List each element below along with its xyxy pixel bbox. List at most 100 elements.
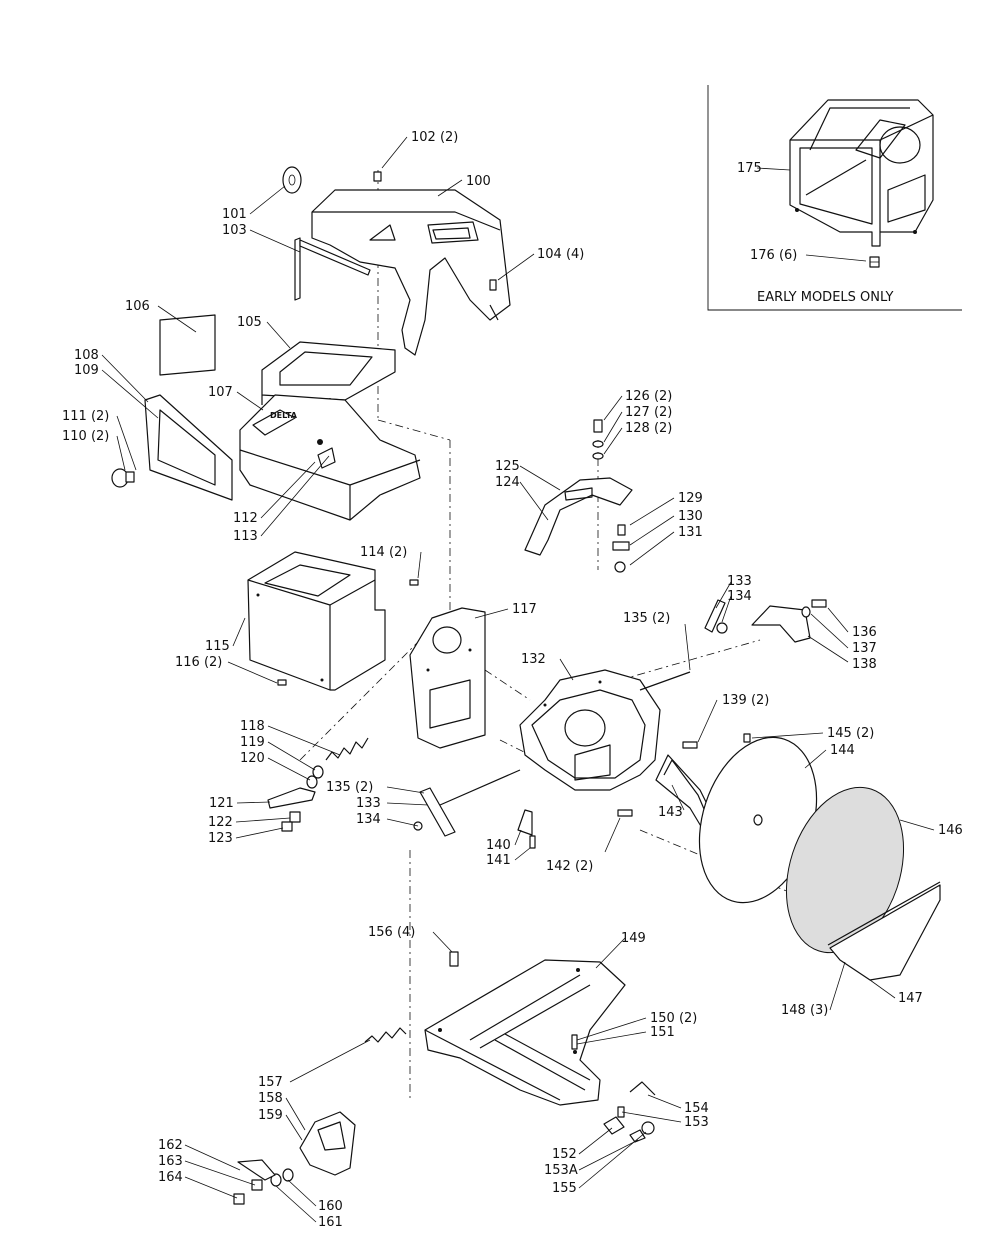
part-117-side-plate (409, 607, 486, 749)
callout-135-left: 135 (2) (326, 780, 373, 795)
callout-152: 152 (552, 1147, 577, 1162)
callout-124: 124 (495, 475, 520, 490)
callout-151: 151 (650, 1025, 675, 1040)
callout-113: 113 (233, 529, 258, 544)
part-102-screw (373, 171, 382, 182)
part-176-screw (869, 256, 880, 268)
callout-153: 153 (684, 1115, 709, 1130)
callout-118: 118 (240, 719, 265, 734)
callout-100: 100 (466, 174, 491, 189)
part-100-top-cover (311, 189, 511, 356)
part-133-134-bracket-left (413, 787, 456, 837)
early-models-inset: 175 176 (6) EARLY MODELS ONLY (707, 85, 962, 311)
callout-148: 148 (3) (781, 1003, 828, 1018)
callout-125: 125 (495, 459, 520, 474)
part-118-spring (325, 737, 369, 761)
callout-115: 115 (205, 639, 230, 654)
part-149-table (424, 959, 626, 1106)
part-152-155-hardware (603, 1106, 655, 1143)
callout-146: 146 (938, 823, 963, 838)
part-139-screw (682, 741, 698, 749)
callout-160: 160 (318, 1199, 343, 1214)
part-136-137-screw-washer (801, 599, 827, 618)
part-108-side-cover (144, 394, 233, 501)
callout-132: 132 (521, 652, 546, 667)
part-114-screw (409, 579, 419, 586)
callout-134-right: 134 (727, 589, 752, 604)
part-142-screw (617, 809, 633, 817)
part-156-screw (449, 951, 459, 967)
callout-163: 163 (158, 1154, 183, 1169)
callout-149: 149 (621, 931, 646, 946)
callout-164: 164 (158, 1170, 183, 1185)
callout-135-right: 135 (2) (623, 611, 670, 626)
part-135-shaft-left (439, 769, 521, 806)
callout-111: 111 (2) (62, 409, 109, 424)
part-124-125-guard (524, 477, 633, 556)
part-157-spring (364, 1027, 407, 1043)
callout-144: 144 (830, 743, 855, 758)
part-133-134-bracket-right (704, 599, 728, 634)
part-104-screw (489, 279, 497, 291)
callout-131: 131 (678, 525, 703, 540)
callout-150: 150 (2) (650, 1011, 697, 1026)
part-121-lever-handle (267, 787, 316, 809)
callout-104: 104 (4) (537, 247, 584, 262)
part-138-cover (751, 605, 811, 643)
callout-153a: 153A (544, 1163, 578, 1178)
part-163-164-nut (233, 1179, 263, 1205)
part-103-bracket (294, 237, 371, 301)
callout-126: 126 (2) (625, 389, 672, 404)
callout-117: 117 (512, 602, 537, 617)
callout-176: 176 (6) (750, 248, 797, 263)
part-132-main-housing (519, 669, 661, 791)
callout-122: 122 (208, 815, 233, 830)
callout-128: 128 (2) (625, 421, 672, 436)
callout-141: 141 (486, 853, 511, 868)
callout-147: 147 (898, 991, 923, 1006)
callout-134-left: 134 (356, 812, 381, 827)
part-116-screw (277, 679, 287, 686)
callout-156: 156 (4) (368, 925, 415, 940)
part-112-switch (317, 447, 336, 469)
part-122-123-nut (281, 811, 301, 832)
callout-159: 159 (258, 1108, 283, 1123)
part-110-knob (111, 468, 135, 488)
callout-103: 103 (222, 223, 247, 238)
part-115-motor-cover (247, 551, 386, 691)
callout-121: 121 (209, 796, 234, 811)
part-145-screw (743, 733, 751, 743)
callout-102: 102 (2) (411, 130, 458, 145)
callout-labels: 102 (2) 100 101 103 104 (4) 106 105 107 … (62, 130, 963, 1230)
callout-175: 175 (737, 161, 762, 176)
part-175-base-housing (789, 99, 934, 247)
part-140-141-clip (517, 809, 536, 849)
part-129-131-hardware (612, 524, 630, 573)
part-119-120-washers (306, 765, 324, 789)
callout-119: 119 (240, 735, 265, 750)
part-135-shaft-right (639, 671, 691, 691)
callout-133-left: 133 (356, 796, 381, 811)
part-158-159-bracket (299, 1111, 356, 1176)
callout-138: 138 (852, 657, 877, 672)
callout-161: 161 (318, 1215, 343, 1230)
callout-136: 136 (852, 625, 877, 640)
callout-139: 139 (2) (722, 693, 769, 708)
callout-101: 101 (222, 207, 247, 222)
inset-caption: EARLY MODELS ONLY (757, 290, 894, 305)
callout-140: 140 (486, 838, 511, 853)
part-106-label (159, 314, 216, 376)
callout-129: 129 (678, 491, 703, 506)
callout-107: 107 (208, 385, 233, 400)
part-147-guard-plate (827, 881, 941, 981)
part-150-151-screw (571, 1034, 578, 1050)
callout-155: 155 (552, 1181, 577, 1196)
callout-127: 127 (2) (625, 405, 672, 420)
callout-116: 116 (2) (175, 655, 222, 670)
callout-105: 105 (237, 315, 262, 330)
part-154-hex-key (629, 1081, 656, 1096)
part-101-washer (282, 166, 302, 194)
callout-145: 145 (2) (827, 726, 874, 741)
callout-157: 157 (258, 1075, 283, 1090)
